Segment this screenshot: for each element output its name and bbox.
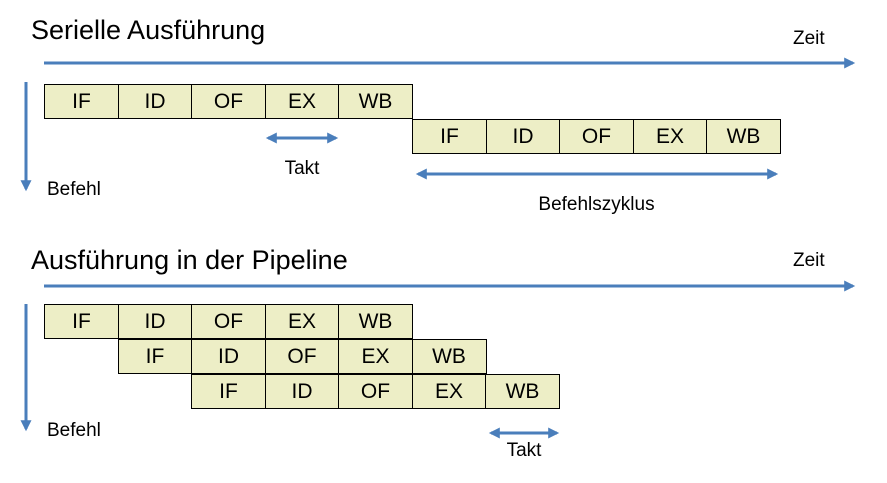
serial-clock-label: Takt: [284, 158, 320, 179]
stage-cell: IF: [44, 84, 119, 119]
stage-cell: OF: [191, 304, 266, 339]
stage-cell: ID: [191, 339, 266, 374]
stage-cell: OF: [559, 119, 634, 154]
stage-cell: IF: [117, 339, 193, 374]
pipeline-time-label: Zeit: [793, 250, 825, 271]
stage-cell: OF: [338, 374, 413, 409]
stage-cell: WB: [411, 339, 487, 374]
stage-cell: IF: [191, 374, 266, 409]
serial-section-title: Serielle Ausführung: [31, 15, 266, 45]
stage-cell: ID: [264, 374, 340, 409]
stage-cell: IF: [412, 119, 487, 154]
stage-cell: WB: [706, 119, 781, 154]
stage-cell: EX: [264, 304, 340, 339]
stage-cell: WB: [338, 304, 413, 339]
serial-time-label: Zeit: [793, 28, 825, 49]
stage-cell: EX: [411, 374, 487, 409]
stage-cell: WB: [338, 84, 413, 119]
pipeline-section-title: Ausführung in der Pipeline: [31, 245, 348, 275]
serial-row-1: IF ID OF EX WB: [44, 84, 413, 119]
pipeline-row-2: IF ID OF EX WB: [117, 339, 487, 374]
pipeline-row-1: IF ID OF EX WB: [44, 304, 413, 339]
stage-cell: EX: [264, 84, 340, 119]
serial-instruction-label: Befehl: [47, 179, 101, 200]
stage-cell: EX: [632, 119, 708, 154]
serial-row-2: IF ID OF EX WB: [412, 119, 781, 154]
stage-cell: EX: [338, 339, 413, 374]
stage-cell: ID: [117, 304, 193, 339]
pipeline-clock-label: Takt: [506, 440, 542, 461]
stage-cell: OF: [191, 84, 266, 119]
stage-cell: WB: [485, 374, 560, 409]
stage-cell: ID: [117, 84, 193, 119]
stage-cell: ID: [485, 119, 561, 154]
pipeline-row-3: IF ID OF EX WB: [191, 374, 560, 409]
stage-cell: IF: [44, 304, 119, 339]
pipeline-instruction-label: Befehl: [47, 420, 101, 441]
cycle-label: Befehlszyklus: [538, 194, 655, 215]
stage-cell: OF: [264, 339, 340, 374]
